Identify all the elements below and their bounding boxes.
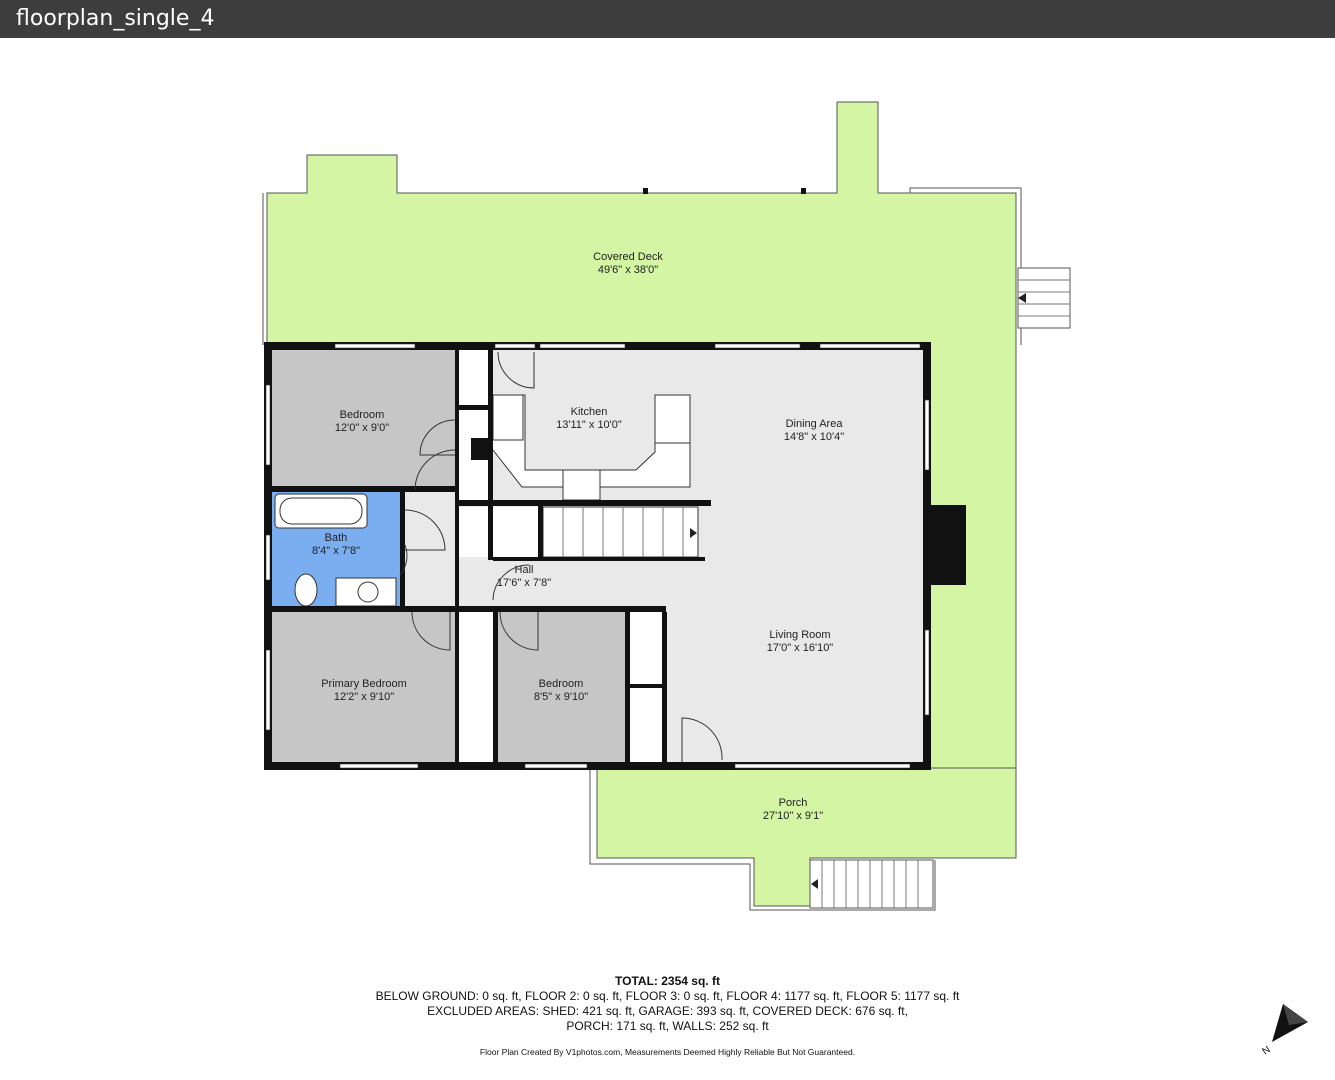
fireplace: [930, 505, 966, 585]
covered-deck-dims: 49'6" x 38'0": [598, 264, 658, 276]
compass-icon: N: [1260, 1004, 1308, 1057]
kitchen-dims: 13'11" x 10'0": [556, 419, 622, 431]
porch-area: [596, 767, 1017, 907]
porch-label: Porch: [779, 797, 808, 809]
hall-dims: 17'6" x 7'8": [497, 577, 551, 589]
area-breakdown-line: PORCH: 171 sq. ft, WALLS: 252 sq. ft: [566, 1019, 769, 1033]
porch-stairs: [809, 859, 934, 909]
area-breakdown-line: BELOW GROUND: 0 sq. ft, FLOOR 2: 0 sq. f…: [375, 989, 960, 1003]
closet: [458, 350, 488, 405]
closet: [458, 612, 493, 764]
hall-label: Hall: [515, 564, 534, 576]
window-title: floorplan_single_4: [0, 0, 1335, 38]
kitchen-label: Kitchen: [571, 406, 608, 418]
interior-stairs: [542, 506, 699, 558]
door-swings: [399, 351, 723, 762]
area-breakdown-line: EXCLUDED AREAS: SHED: 421 sq. ft, GARAGE…: [427, 1004, 908, 1018]
bath-label: Bath: [325, 532, 348, 544]
kitchen-island: [654, 394, 691, 444]
closet: [628, 688, 666, 764]
deck-post: [643, 188, 648, 194]
bathtub-basin: [279, 497, 363, 525]
dining-area-label: Dining Area: [786, 418, 844, 430]
bedroom-2-area: [498, 612, 625, 764]
closet: [492, 507, 538, 557]
area-breakdown: BELOW GROUND: 0 sq. ft, FLOOR 2: 0 sq. f…: [0, 989, 1335, 1034]
closet: [458, 507, 488, 557]
total-area: TOTAL: 2354 sq. ft: [615, 974, 720, 988]
bedroom-1-dims: 12'0" x 9'0": [335, 422, 389, 434]
bedroom-1-area: [272, 350, 455, 488]
bath-dims: 8'4" x 7'8": [312, 545, 360, 557]
deck-post: [801, 188, 806, 194]
closet: [628, 612, 666, 684]
credit-note: Floor Plan Created By V1photos.com, Meas…: [479, 1047, 856, 1057]
porch-dims: 27'10" x 9'1": [763, 810, 823, 822]
fridge: [492, 394, 524, 441]
primary-bedroom-area: [272, 612, 455, 764]
deck-stairs: [1017, 267, 1071, 329]
windows: [265, 343, 930, 769]
dining-area-dims: 14'8" x 10'4": [784, 431, 844, 443]
bedroom-2-dims: 8'5" x 9'10": [534, 691, 588, 703]
stove: [562, 469, 601, 501]
living-room-dims: 17'0" x 16'10": [767, 642, 834, 654]
deck-railing: [909, 187, 1022, 345]
bedroom-2-label: Bedroom: [539, 678, 584, 690]
porch-railing: [589, 768, 936, 911]
toilet: [294, 573, 318, 607]
primary-bedroom-dims: 12'2" x 9'10": [334, 691, 394, 703]
sink: [357, 581, 379, 603]
covered-deck-label: Covered Deck: [593, 251, 663, 263]
living-room-label: Living Room: [769, 629, 830, 641]
primary-bedroom-label: Primary Bedroom: [321, 678, 407, 690]
bedroom-1-label: Bedroom: [340, 409, 385, 421]
